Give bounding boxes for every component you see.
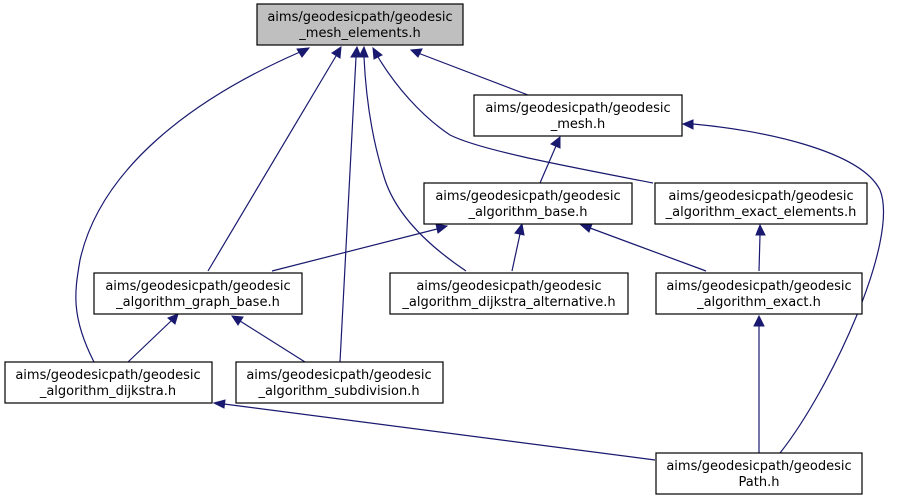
- edge-arrowhead: [331, 46, 342, 59]
- edge-arrowhead: [409, 48, 423, 58]
- edge-path-to-dijkstra: [223, 403, 656, 461]
- node-label-line1: aims/geodesicpath/geodesic: [666, 459, 851, 474]
- edge-arrowhead: [231, 315, 244, 326]
- edge-graph-base-to-mesh-elements: [207, 55, 337, 272]
- edge-mesh-to-mesh-elements: [417, 52, 529, 96]
- node-label-line1: aims/geodesicpath/geodesic: [435, 189, 620, 204]
- edge-graph-base-to-base: [271, 228, 438, 272]
- node-algorithm-dijkstra[interactable]: aims/geodesicpath/geodesic _algorithm_di…: [4, 361, 213, 404]
- node-mesh[interactable]: aims/geodesicpath/geodesic _mesh.h: [473, 94, 683, 137]
- node-algorithm-graph-base[interactable]: aims/geodesicpath/geodesic _algorithm_gr…: [93, 272, 303, 315]
- edge-base-to-mesh: [539, 145, 557, 184]
- node-label-line2: _algorithm_graph_base.h: [115, 295, 280, 310]
- node-label-line2: _mesh_elements.h: [298, 26, 420, 41]
- node-label-line1: aims/geodesicpath/geodesic: [105, 279, 290, 294]
- node-label-line2: _mesh.h: [550, 117, 606, 132]
- edge-dijkstra-alt-to-base: [511, 233, 521, 272]
- node-path[interactable]: aims/geodesicpath/geodesic Path.h: [655, 452, 863, 495]
- node-label-line2: _algorithm_base.h: [467, 205, 587, 220]
- node-layer: aims/geodesicpath/geodesic _mesh_element…: [4, 3, 868, 495]
- edge-dijkstra-alt-to-mesh-elements: [363, 56, 467, 272]
- edge-arrowhead: [296, 47, 311, 58]
- node-label-line1: aims/geodesicpath/geodesic: [668, 189, 853, 204]
- edge-arrowhead: [358, 45, 369, 58]
- edge-arrowhead: [514, 222, 525, 236]
- node-label-line1: aims/geodesicpath/geodesic: [485, 101, 670, 116]
- edge-arrowhead: [550, 135, 561, 149]
- node-label-line1: aims/geodesicpath/geodesic: [246, 368, 431, 383]
- edge-exact-to-base: [589, 227, 707, 272]
- node-label-line2: _algorithm_dijkstra_alternative.h: [401, 295, 615, 310]
- edge-arrowhead: [435, 223, 449, 234]
- edge-arrowhead: [579, 223, 593, 233]
- edge-exact-to-exact-elements: [758, 234, 761, 272]
- edge-path-to-mesh: [692, 123, 885, 454]
- node-label-line1: aims/geodesicpath/geodesic: [416, 279, 601, 294]
- edge-arrowhead: [212, 399, 226, 409]
- node-mesh-elements[interactable]: aims/geodesicpath/geodesic _mesh_element…: [256, 3, 464, 46]
- edge-layer: [75, 45, 885, 461]
- edge-exact-elements-to-mesh-elements: [377, 56, 654, 184]
- edge-arrowhead: [372, 46, 383, 60]
- edge-arrowhead: [753, 314, 765, 327]
- edge-dijkstra-to-mesh-elements: [75, 51, 301, 363]
- edge-arrowhead: [681, 119, 694, 130]
- node-algorithm-base[interactable]: aims/geodesicpath/geodesic _algorithm_ba…: [423, 182, 633, 225]
- edge-arrowhead: [755, 223, 766, 236]
- node-algorithm-subdivision[interactable]: aims/geodesicpath/geodesic _algorithm_su…: [235, 361, 444, 404]
- node-label-line2: _algorithm_exact.h: [696, 295, 821, 310]
- node-algorithm-exact-elements[interactable]: aims/geodesicpath/geodesic _algorithm_ex…: [654, 182, 868, 225]
- node-algorithm-exact[interactable]: aims/geodesicpath/geodesic _algorithm_ex…: [655, 272, 863, 315]
- node-label-line1: aims/geodesicpath/geodesic: [15, 368, 200, 383]
- node-label-line1: aims/geodesicpath/geodesic: [666, 279, 851, 294]
- node-label-line2: _algorithm_exact_elements.h: [665, 205, 857, 220]
- edge-dijkstra-to-graph-base: [127, 320, 172, 363]
- edge-arrowhead: [350, 45, 362, 58]
- node-label-line2: _algorithm_dijkstra.h: [39, 384, 176, 399]
- node-label-line2: Path.h: [739, 475, 780, 490]
- node-label-line2: _algorithm_subdivision.h: [257, 384, 419, 399]
- edge-arrowhead: [167, 313, 179, 325]
- node-algorithm-dijkstra-alternative[interactable]: aims/geodesicpath/geodesic _algorithm_di…: [389, 272, 629, 315]
- edge-subdivision-to-mesh-elements: [339, 56, 357, 363]
- edge-subdivision-to-graph-base: [239, 320, 306, 363]
- node-label-line1: aims/geodesicpath/geodesic: [267, 10, 452, 25]
